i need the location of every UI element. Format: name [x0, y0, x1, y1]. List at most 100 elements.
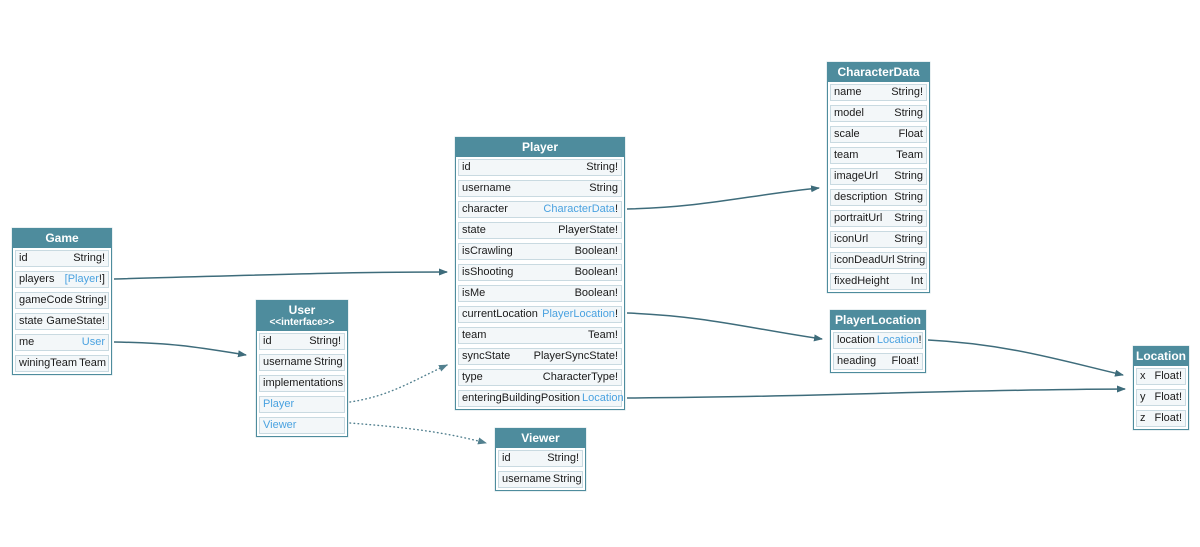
type-link[interactable]: CharacterData: [543, 203, 615, 215]
field-name: id: [462, 161, 471, 173]
field-row-game-players[interactable]: players[Player!]: [15, 271, 109, 288]
field-name: character: [462, 203, 508, 215]
table-title-game[interactable]: Game: [13, 229, 111, 248]
implementation-link[interactable]: Player: [263, 398, 295, 410]
field-row-user-implementations[interactable]: implementations: [259, 375, 345, 392]
type-text: String!: [586, 161, 618, 173]
field-row-player-character[interactable]: character CharacterData!: [458, 201, 622, 218]
table-title-text: CharacterData: [837, 65, 920, 79]
field-row-player-id[interactable]: id String!: [458, 159, 622, 176]
field-type: PlayerState!: [558, 223, 618, 238]
type-text: GameState!: [46, 315, 105, 327]
table-title-text: User: [288, 303, 316, 317]
field-type: String: [897, 253, 926, 268]
field-type: String: [553, 472, 582, 487]
field-type: String: [894, 190, 923, 205]
type-text: String: [896, 254, 926, 266]
field-row-user-Player[interactable]: Player: [259, 396, 345, 413]
field-name: location: [837, 334, 875, 346]
field-type: CharacterData!: [543, 202, 618, 217]
type-text: String!: [309, 335, 341, 347]
edge-user-player-to-player: [349, 364, 448, 403]
table-title-text: Game: [45, 231, 79, 245]
field-type: Float!: [1154, 390, 1182, 405]
type-link[interactable]: Location: [582, 392, 624, 404]
type-link[interactable]: Location: [876, 334, 919, 346]
field-type: String!: [309, 334, 341, 349]
field-type: Float: [899, 127, 923, 142]
type-text: Team: [79, 357, 106, 369]
type-text: String: [894, 191, 923, 203]
field-row-user-Viewer[interactable]: Viewer: [259, 417, 345, 434]
table-title-text: Viewer: [521, 431, 560, 445]
table-title-characterdata[interactable]: CharacterData: [828, 63, 929, 82]
type-link[interactable]: [: [64, 273, 68, 285]
implementation-link[interactable]: Viewer: [263, 419, 297, 431]
field-name: isMe: [462, 287, 486, 299]
field-type: String: [894, 211, 923, 226]
table-title-player[interactable]: Player: [456, 138, 624, 157]
table-title-playerlocation[interactable]: PlayerLocation: [831, 311, 925, 330]
field-row-player-isMe[interactable]: isMe Boolean!: [458, 285, 622, 302]
type-text: PlayerSyncState!: [533, 350, 618, 362]
type-text: !]: [98, 273, 105, 285]
field-name: imageUrl: [834, 170, 879, 182]
table-title-text: PlayerLocation: [834, 313, 922, 327]
field-name: username: [502, 473, 551, 485]
field-type: String!: [75, 293, 107, 308]
table-title-user[interactable]: User<<interface>>: [257, 301, 347, 331]
table-title-location[interactable]: Location: [1134, 347, 1188, 366]
edge-player-character-to-characterdata: [626, 185, 820, 210]
field-type: Boolean!: [575, 286, 618, 301]
field-name: iconDeadUrl: [834, 254, 895, 266]
field-row-user-id[interactable]: id String!: [259, 333, 345, 350]
field-name: id: [263, 335, 272, 347]
field-name: fixedHeight: [834, 275, 890, 287]
type-link[interactable]: PlayerLocation: [542, 308, 615, 320]
type-link[interactable]: Player: [67, 273, 99, 285]
table-title-viewer[interactable]: Viewer: [496, 429, 585, 448]
edge-game-me-to-user: [113, 341, 247, 358]
type-link[interactable]: User: [81, 336, 105, 348]
